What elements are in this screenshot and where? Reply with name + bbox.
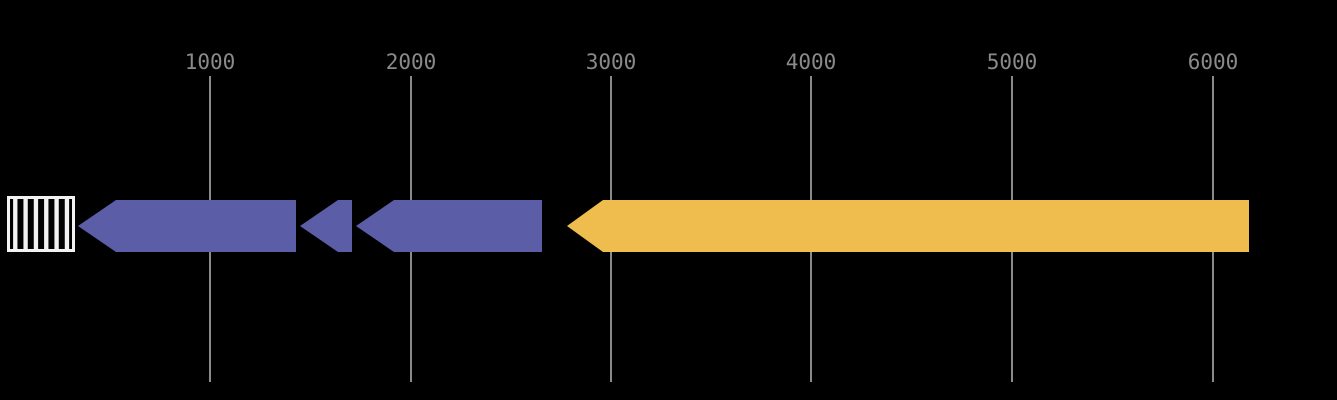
axis-tick-label: 4000 (785, 50, 837, 74)
arrow-shape (567, 200, 1249, 252)
arrow-shape (78, 200, 296, 252)
gene-arrow-feature-4[interactable] (567, 200, 1249, 252)
gene-arrow-feature-2[interactable] (300, 200, 352, 252)
arrow-shape (356, 200, 542, 252)
axis-tick-label: 3000 (585, 50, 637, 74)
striped-start-marker (7, 196, 75, 252)
stripe-pattern (10, 199, 72, 249)
axis-tick-label: 1000 (184, 50, 236, 74)
axis-tick-label: 2000 (385, 50, 437, 74)
gene-arrow-feature-3[interactable] (356, 200, 542, 252)
arrow-shape (300, 200, 352, 252)
axis-tick-label: 6000 (1187, 50, 1239, 74)
gene-arrow-feature-1[interactable] (78, 200, 296, 252)
axis-tick-label: 5000 (986, 50, 1038, 74)
